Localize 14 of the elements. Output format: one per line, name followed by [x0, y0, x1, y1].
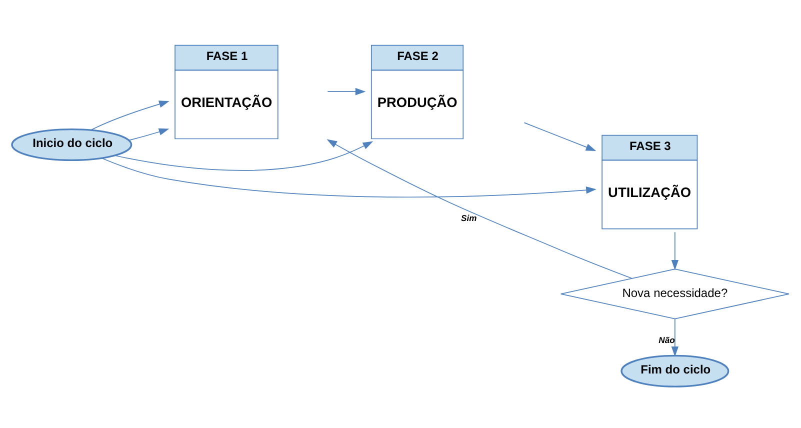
- arrow: [327, 88, 366, 96]
- arrow: [90, 100, 170, 130]
- arrow: [671, 318, 679, 357]
- arrow: [128, 128, 170, 141]
- node-diamond: Nova necessidade?: [560, 268, 790, 320]
- arrow: [114, 141, 374, 171]
- arrow: [524, 122, 596, 151]
- arrow: [326, 139, 632, 279]
- node-ellipse: Inicio do ciclo: [11, 128, 132, 162]
- edge-label: Sim: [461, 212, 477, 223]
- edge-label: Não: [658, 335, 675, 346]
- arrow: [671, 232, 679, 270]
- node-ellipse: Fim do ciclo: [620, 354, 730, 388]
- arrow: [102, 158, 596, 198]
